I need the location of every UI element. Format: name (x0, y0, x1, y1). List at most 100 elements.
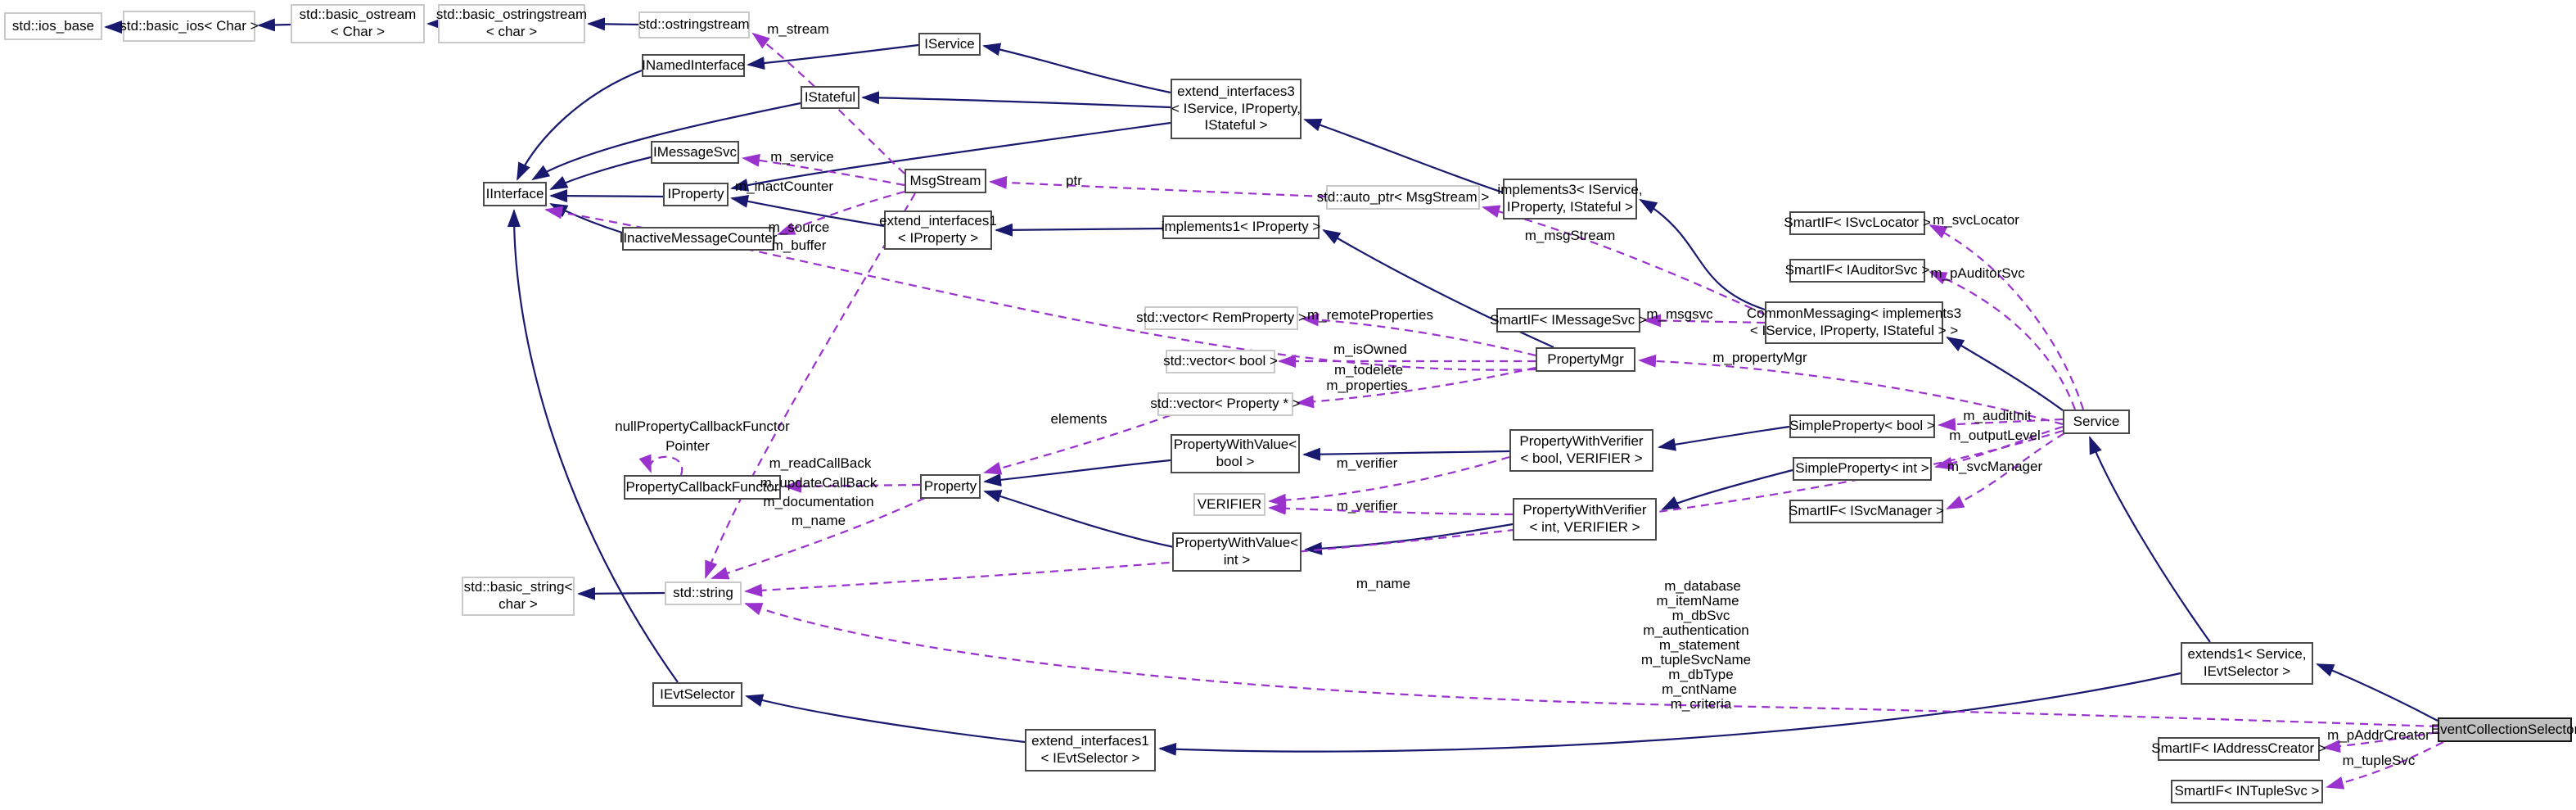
edge-label-m_updateCallBack: m_updateCallBack (760, 475, 877, 491)
node-commonmessaging[interactable]: CommonMessaging< implements3< IService, … (1747, 301, 1961, 344)
node-extend-interfaces1-ievtselector[interactable]: extend_interfaces1< IEvtSelector > (1025, 729, 1156, 772)
node-extends1-service-ievtselector[interactable]: extends1< Service,IEvtSelector > (2181, 642, 2313, 685)
node-simpleproperty-int[interactable]: SimpleProperty< int > (1793, 457, 1932, 481)
node-label: < bool, VERIFIER > (1520, 450, 1643, 466)
node-std-auto-ptr-msgstream[interactable]: std::auto_ptr< MsgStream > (1317, 185, 1489, 210)
node-label: std::string (673, 585, 733, 601)
node-label: < IEvtSelector > (1040, 750, 1140, 766)
node-label: int > (1223, 552, 1251, 568)
node-std-vector-property-ptr[interactable]: std::vector< Property * > (1150, 392, 1301, 416)
node-propertywithverifier-bool[interactable]: PropertyWithVerifier< bool, VERIFIER > (1509, 429, 1653, 472)
node-iinterface[interactable]: IInterface (483, 182, 547, 206)
node-label: std::vector< RemProperty > (1136, 310, 1306, 326)
node-simpleproperty-bool[interactable]: SimpleProperty< bool > (1789, 414, 1935, 438)
node-smartif-iauditorsvc[interactable]: SmartIF< IAuditorSvc > (1785, 259, 1929, 283)
node-label: VERIFIER (1197, 496, 1262, 512)
edge-label-m_outputLevel: m_outputLevel (1949, 428, 2041, 443)
node-label: std::vector< bool > (1163, 353, 1278, 369)
edge-label-m_todelete: m_todelete (1333, 362, 1404, 378)
edge-ecs-string (744, 602, 2438, 728)
node-smartif-isvclocator[interactable]: SmartIF< ISvcLocator > (1784, 211, 1931, 235)
node-label: PropertyWithValue< (1175, 535, 1299, 551)
node-service[interactable]: Service (2063, 410, 2130, 434)
node-eventcollectionselector[interactable]: EventCollectionSelector (2431, 717, 2576, 742)
node-label: < Char > (330, 24, 386, 39)
node-label: IEvtSelector (660, 686, 735, 702)
edge-impl1-extif1p (995, 223, 1163, 237)
node-std-string[interactable]: std::string (665, 581, 742, 605)
edge-label-m_itemName: m_itemName (1656, 593, 1739, 609)
edge-label-m_service: m_service (770, 149, 834, 165)
node-extend-interfaces3[interactable]: extend_interfaces3< IService, IProperty,… (1171, 79, 1302, 139)
edge-ecs-ntuplesvc (2326, 741, 2444, 790)
node-istateful[interactable]: IStateful (801, 86, 859, 109)
edge-service-auditorsvc (1929, 270, 2077, 410)
edge-property-string (711, 497, 926, 580)
edge-iinactivemc-iinterface (549, 203, 623, 234)
node-label: SmartIF< IMessageSvc > (1490, 311, 1647, 328)
edge-propertymgr-pouter (544, 206, 1536, 371)
node-ievtselector[interactable]: IEvtSelector (652, 682, 742, 707)
edge-string-basicstring (577, 586, 665, 600)
node-iservice[interactable]: IService (918, 33, 981, 56)
node-implements1-iproperty[interactable]: implements1< IProperty > (1162, 215, 1320, 239)
node-label: implements1< IProperty > (1161, 219, 1321, 235)
node-propertywithvalue-int[interactable]: PropertyWithValue<int > (1172, 532, 1302, 572)
node-label: IInactiveMessageCounter (619, 230, 778, 247)
node-std-basic-ios[interactable]: std::basic_ios< Char > (120, 11, 259, 42)
edge-extif1evt-ievtselector (745, 694, 1026, 744)
node-label: CommonMessaging< implements3 (1746, 305, 1962, 322)
node-msgstream[interactable]: MsgStream (905, 169, 986, 193)
node-imessagesvc[interactable]: IMessageSvc (651, 141, 739, 164)
node-std-basic-ostringstream[interactable]: std::basic_ostringstream< char > (436, 4, 587, 43)
node-inamedinterface[interactable]: INamedInterface (642, 54, 745, 77)
node-extend-interfaces1-iproperty[interactable]: extend_interfaces1< IProperty > (879, 210, 997, 250)
edge-commonmsg-autoptr (1482, 205, 1766, 315)
node-label: PropertyWithVerifier (1519, 433, 1644, 450)
edge-extends1-extif1evt (1158, 672, 2181, 756)
node-label: extend_interfaces1 (879, 213, 997, 229)
node-std-vector-remproperty[interactable]: std::vector< RemProperty > (1136, 306, 1306, 330)
edge-ostringstream-ostringstreamT (587, 17, 639, 31)
edge-vecpropptr-property (983, 414, 1171, 475)
node-std-ostringstream[interactable]: std::ostringstream (638, 11, 750, 38)
node-smartif-iaddresscreator[interactable]: SmartIF< IAddressCreator > (2151, 737, 2326, 761)
node-label: std::auto_ptr< MsgStream > (1316, 188, 1490, 205)
edge-autoptr-msgstream (989, 175, 1327, 198)
edge-service-svclocator (1929, 224, 2085, 410)
edge-istateful-iinterface (531, 102, 801, 181)
node-iinactivemessagecounter[interactable]: IInactiveMessageCounter (620, 227, 777, 251)
edge-label-m_readCallBack: m_readCallBack (769, 455, 872, 471)
node-std-basic-string-char[interactable]: std::basic_string<char > (462, 577, 575, 616)
edge-label-m_cntName: m_cntName (1662, 681, 1737, 697)
edge-service-spbool (1938, 418, 2064, 432)
node-iproperty[interactable]: IProperty (663, 183, 729, 206)
node-std-basic-ostream[interactable]: std::basic_ostream< Char > (291, 4, 425, 43)
node-propertymgr[interactable]: PropertyMgr (1536, 347, 1635, 372)
node-propertycallbackfunctor[interactable]: PropertyCallbackFunctor (624, 475, 781, 500)
node-verifier[interactable]: VERIFIER (1193, 493, 1265, 516)
node-property[interactable]: Property (920, 474, 981, 499)
edge-label-m_msgStream: m_msgStream (1524, 228, 1616, 243)
node-label: < IService, IProperty, IStateful > > (1749, 323, 1959, 338)
node-smartif-isvcmanager[interactable]: SmartIF< ISvcManager > (1789, 500, 1944, 523)
node-label: < int, VERIFIER > (1529, 519, 1640, 535)
edge-iproperty-iinterface (549, 189, 664, 203)
node-label: EventCollectionSelector (2430, 721, 2576, 737)
node-label: IInterface (485, 185, 544, 201)
node-std-ios-base[interactable]: std::ios_base (4, 12, 102, 40)
edge-pwverint-verifier (1268, 501, 1514, 516)
edge-label-m_pAuditorSvc: m_pAuditorSvc (1930, 265, 2025, 281)
edge-iservice-inamedinterface (747, 43, 919, 70)
node-propertywithvalue-bool[interactable]: PropertyWithValue<bool > (1171, 434, 1300, 473)
node-propertywithverifier-int[interactable]: PropertyWithVerifier< int, VERIFIER > (1513, 498, 1657, 541)
node-label: std::basic_string< (463, 579, 573, 595)
node-smartif-imessagesvc[interactable]: SmartIF< IMessageSvc > (1490, 308, 1647, 333)
node-implements3[interactable]: implements3< IService,IProperty, IStatef… (1497, 179, 1643, 219)
node-label: bool > (1216, 454, 1255, 469)
edge-propertymgr-vecremprop (1301, 313, 1536, 357)
node-smartif-intuplesvc[interactable]: SmartIF< INTupleSvc > (2171, 780, 2323, 803)
edge-propertymgr-impl1 (1322, 229, 1554, 349)
edge-extif3-iproperty (730, 121, 1171, 192)
node-std-vector-bool[interactable]: std::vector< bool > (1163, 350, 1278, 373)
